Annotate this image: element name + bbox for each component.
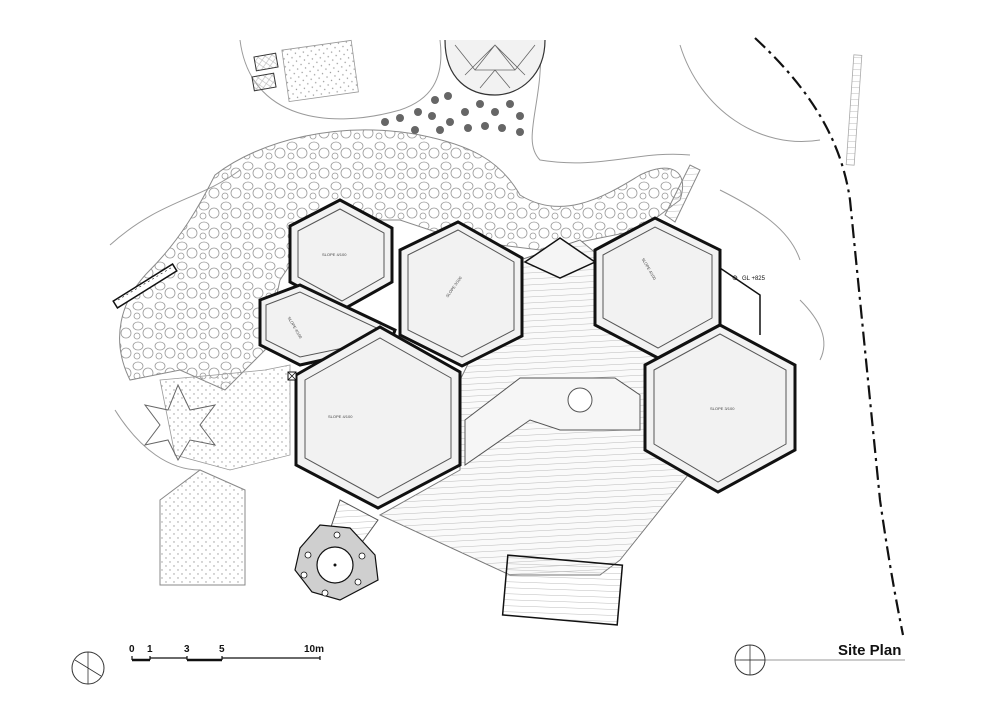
hex-pavilion-6: SLOPE 3/100 bbox=[643, 323, 797, 494]
room-label: SLOPE 3/100 bbox=[710, 406, 735, 411]
hex-connector bbox=[523, 237, 597, 279]
svg-text:1: 1 bbox=[147, 644, 153, 655]
room-label: SLOPE 4/100 bbox=[328, 414, 353, 419]
level-mark: ⊕ GL +825 bbox=[732, 275, 766, 282]
landscape-lines bbox=[109, 39, 905, 661]
tree-dots bbox=[381, 92, 524, 136]
svg-text:3: 3 bbox=[184, 644, 190, 655]
terrace-edge bbox=[719, 267, 761, 335]
geodesic-dome bbox=[444, 39, 546, 96]
svg-text:10m: 10m bbox=[304, 644, 324, 655]
orientation-symbol-icon bbox=[734, 644, 766, 676]
ladder-bridge bbox=[112, 263, 178, 309]
hex-pavilion-5: SLOPE 4/100 bbox=[593, 216, 722, 360]
hex-pavilion-2: SLOPE 3/100 bbox=[398, 220, 524, 368]
scale-bar: 0 1 3 5 10m bbox=[129, 644, 324, 662]
side-walkway bbox=[845, 54, 863, 166]
site-boundary bbox=[754, 37, 905, 636]
planting-bed-left bbox=[159, 364, 291, 471]
hex-pavilion-4: SLOPE 4/100 bbox=[294, 325, 462, 510]
planting-plot bbox=[281, 39, 359, 103]
deck-bench bbox=[501, 554, 624, 626]
north-arrow-icon bbox=[71, 651, 105, 685]
room-label: SLOPE 4/100 bbox=[322, 252, 347, 257]
bench-group bbox=[251, 52, 279, 92]
star-canopy bbox=[143, 383, 217, 462]
circular-skylight bbox=[567, 387, 593, 413]
svg-text:5: 5 bbox=[219, 644, 225, 655]
svg-text:0: 0 bbox=[129, 644, 135, 655]
gazebo bbox=[294, 499, 379, 601]
hex-pavilion-1: SLOPE 4/100 bbox=[288, 198, 394, 312]
svg-text:GL +825: GL +825 bbox=[742, 276, 766, 282]
plaza-plot bbox=[159, 469, 246, 586]
plan-title: Site Plan bbox=[838, 642, 901, 659]
ramp bbox=[664, 164, 701, 223]
